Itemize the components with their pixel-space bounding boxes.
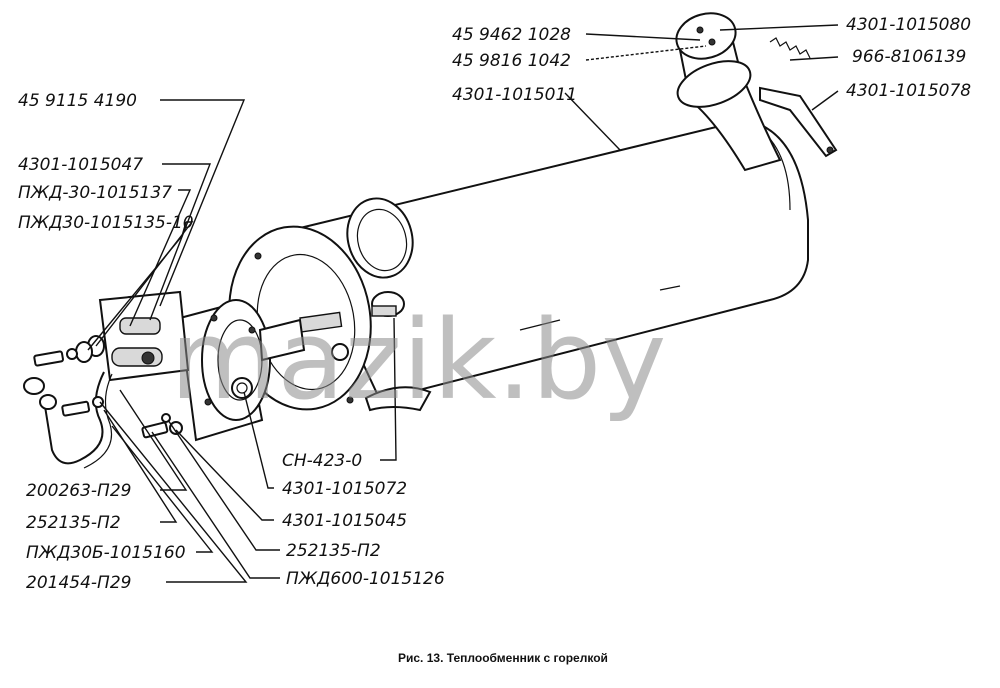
label-4301-1015080: 4301-1015080 <box>846 15 971 35</box>
label-4301-1015011: 4301-1015011 <box>452 85 577 105</box>
label-4301-1015072: 4301-1015072 <box>282 479 407 499</box>
bolts-washers <box>33 348 183 439</box>
label-pzhd30-1015135-10: ПЖД30-1015135-10 <box>18 213 194 233</box>
control-box <box>75 290 190 382</box>
spring-clamp <box>759 37 838 158</box>
label-45-9816-1042: 45 9816 1042 <box>452 51 571 71</box>
watermark-text: mazik.by <box>170 296 666 424</box>
label-200263-p29: 200263-П29 <box>26 481 131 501</box>
label-966-8106139: 966-8106139 <box>852 47 966 67</box>
label-pzhd30b-1015160: ПЖД30Б-1015160 <box>26 543 186 563</box>
figure-caption: Рис. 13. Теплообменник с горелкой <box>398 651 608 665</box>
side-fitting <box>364 291 432 412</box>
burner-assembly <box>178 299 349 442</box>
label-45-9115-4190: 45 9115 4190 <box>18 91 137 111</box>
label-252135-p2-left: 252135-П2 <box>26 513 121 533</box>
leader-lines <box>87 24 839 583</box>
part-labels: 45 9462 1028 45 9816 1042 4301-1015011 4… <box>18 15 971 593</box>
label-pzhd-30-1015137: ПЖД-30-1015137 <box>18 183 172 203</box>
inlet-pipe <box>346 197 414 279</box>
label-4301-1015047: 4301-1015047 <box>18 155 143 175</box>
label-45-9462-1028: 45 9462 1028 <box>452 25 571 45</box>
label-sn-423-0: СН-423-0 <box>282 451 362 471</box>
label-4301-1015045: 4301-1015045 <box>282 511 407 531</box>
label-4301-1015078: 4301-1015078 <box>846 81 971 101</box>
label-pzhd600-1015126: ПЖД600-1015126 <box>286 569 445 589</box>
fuel-hose <box>23 371 113 469</box>
label-252135-p2-right: 252135-П2 <box>286 541 381 561</box>
label-201454-p29: 201454-П29 <box>26 573 131 593</box>
